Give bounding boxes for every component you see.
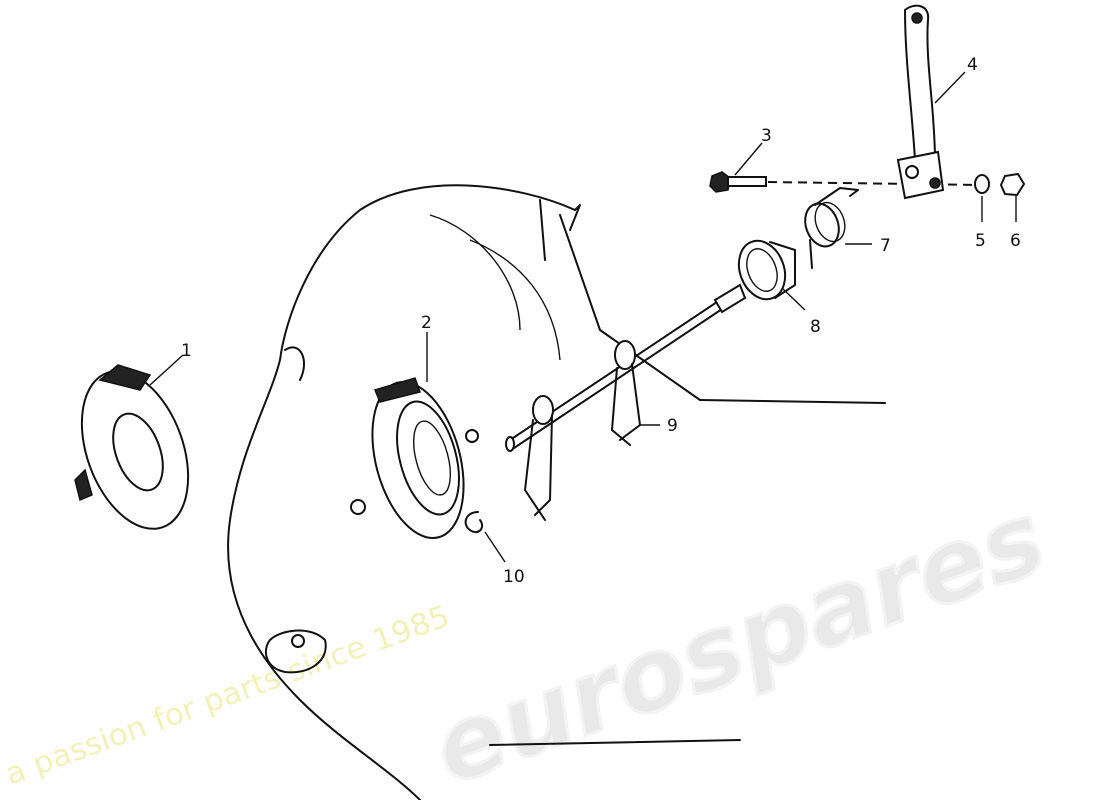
callout-2: 2 [421,313,432,333]
part-1-pressure-plate [74,364,190,530]
callout-3: 3 [761,126,772,146]
part-7-spring [804,187,859,269]
part-8-bush [737,239,796,301]
part-5-washer [974,174,990,194]
clutch-housing [227,184,886,800]
part-6-nut [999,172,1026,197]
callout-5: 5 [975,231,986,251]
part-10-clip [464,511,484,534]
callout-7: 7 [880,236,891,256]
callout-6: 6 [1010,231,1021,251]
callout-8: 8 [810,317,821,337]
part-9-release-shaft-and-forks [505,283,747,521]
callout-10: 10 [503,567,525,587]
part-4-lever [896,4,945,200]
leader-lines [149,71,1017,563]
part-2-release-bearing [350,377,479,540]
callout-1: 1 [181,341,192,361]
watermark-tagline: a passion for parts since 1985 [1,599,455,793]
part-3-bolt [709,171,986,193]
callout-4: 4 [967,55,978,75]
watermark-brand: eurospares [418,479,1059,800]
callout-9: 9 [667,416,678,436]
